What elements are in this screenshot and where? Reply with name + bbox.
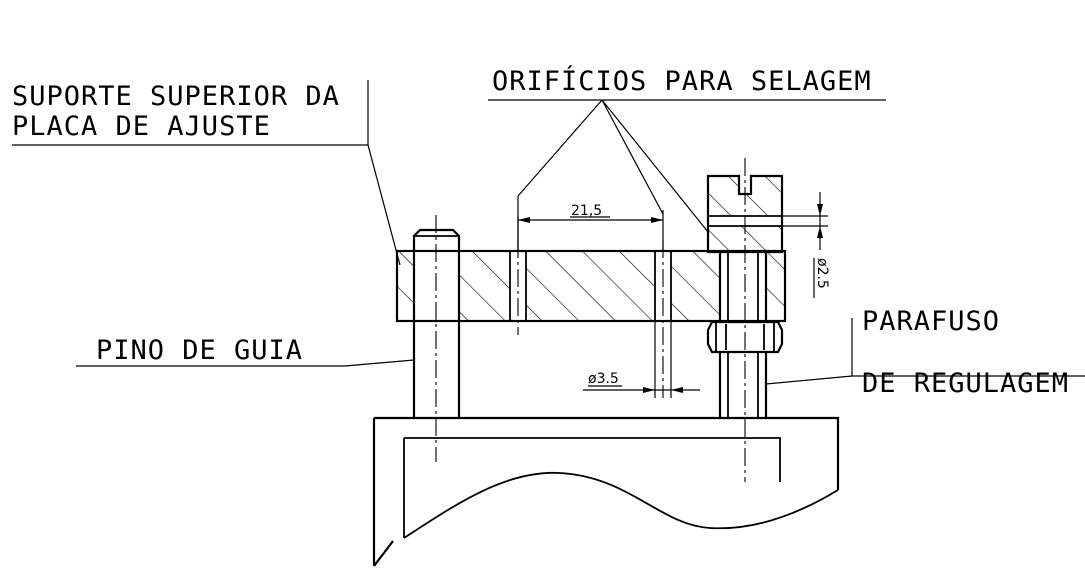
- suporte-label-line2: PLACA DE AJUSTE: [12, 111, 271, 142]
- upper-plate: [395, 249, 787, 323]
- adjusting-screw: [706, 158, 784, 482]
- callout-orificios: ORIFÍCIOS PARA SELAGEM: [488, 65, 886, 250]
- parafuso-label-line1: PARAFUSO: [862, 306, 1000, 337]
- suporte-label-line1: SUPORTE SUPERIOR DA: [12, 81, 340, 112]
- pino-label: PINO DE GUIA: [96, 335, 303, 366]
- base-frame: [372, 416, 840, 567]
- callout-parafuso: PARAFUSO DE REGULAGEM: [765, 306, 1085, 399]
- screw-hole-dimension-text: ø2.5: [814, 258, 830, 289]
- dimension-screw-hole: ø2.5: [782, 192, 830, 298]
- parafuso-label-line2: DE REGULAGEM: [862, 368, 1069, 399]
- guide-pin: [412, 215, 461, 462]
- dimension-hole: ø3.5: [583, 321, 700, 398]
- hole-dimension-text: ø3.5: [588, 371, 619, 387]
- orificios-label: ORIFÍCIOS PARA SELAGEM: [492, 65, 872, 97]
- callout-suporte: SUPORTE SUPERIOR DA PLACA DE AJUSTE: [12, 80, 401, 266]
- callout-pino: PINO DE GUIA: [76, 335, 415, 367]
- spacing-dimension-text: 21,5: [571, 203, 602, 219]
- dimension-spacing: 21,5: [517, 203, 664, 250]
